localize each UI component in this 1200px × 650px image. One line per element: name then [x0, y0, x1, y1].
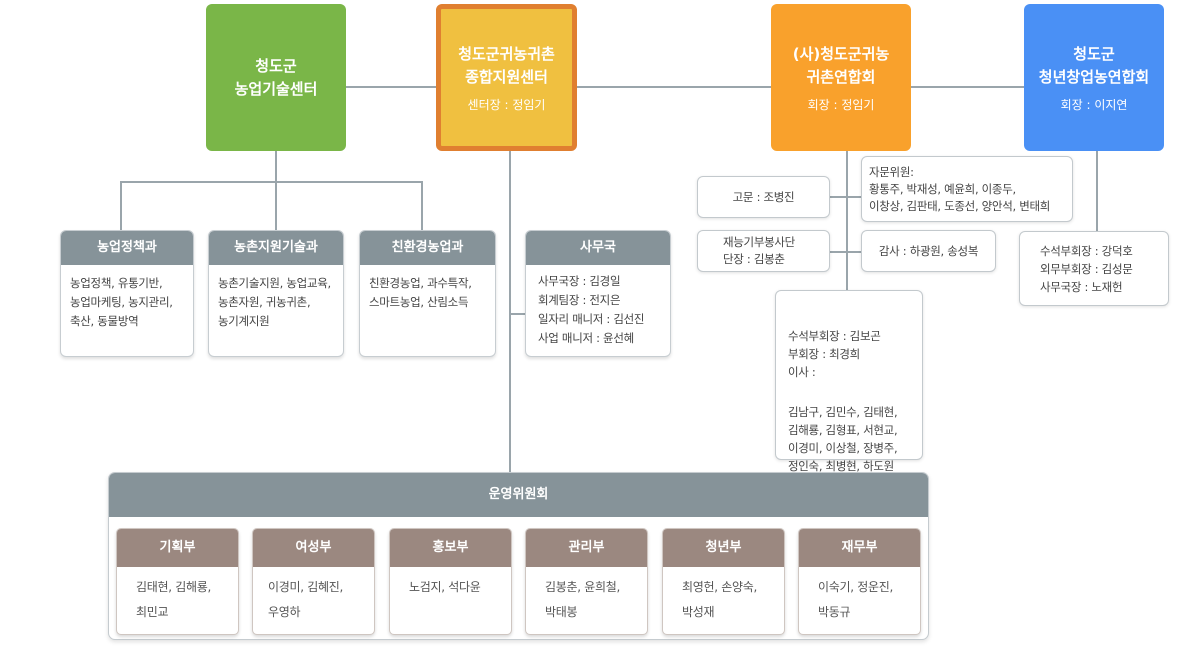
dept-women: 여성부 이경미, 김혜진, 우영하 [252, 528, 375, 635]
division-agri-policy: 농업정책과 농업정책, 유통기반, 농업마케팅, 농지관리, 축산, 동물방역 [60, 230, 194, 357]
dept-name: 청년부 [663, 529, 784, 567]
dept-members: 김태현, 김해룡, 최민교 [136, 580, 211, 619]
dept-youth: 청년부 최영헌, 손양숙, 박성재 [662, 528, 785, 635]
youth-association-head: 회장 : 이지연 [1060, 97, 1128, 112]
volunteer-box: 재능기부봉사단 단장 : 김봉춘 [697, 230, 830, 272]
association-box: (사)청도군귀농 귀촌연합회 회장 : 정임기 [771, 4, 911, 151]
advisor-box: 고문 : 조병진 [697, 176, 830, 218]
dept-members: 김봉춘, 윤희철, 박태봉 [545, 580, 620, 619]
advisor-text: 고문 : 조병진 [732, 189, 795, 204]
board-officers: 수석부회장 : 김보곤 부회장 : 최경희 이사 : [788, 329, 881, 379]
dept-finance: 재무부 이숙기, 정운진, 박동규 [798, 528, 921, 635]
dept-name: 홍보부 [390, 529, 511, 567]
office-name: 사무국 [526, 231, 670, 265]
support-center-box: 청도군귀농귀촌 종합지원센터 센터장 : 정임기 [436, 4, 577, 151]
dept-members: 노검지, 석다윤 [409, 580, 481, 594]
consultants-text: 자문위원: 황통주, 박재성, 예윤희, 이종두, 이창상, 김판태, 도종선,… [869, 164, 1051, 213]
dept-name: 재무부 [799, 529, 920, 567]
dept-members: 최영헌, 손양숙, 박성재 [682, 580, 757, 619]
division-rural-support: 농촌지원기술과 농촌기술지원, 농업교육, 농촌자원, 귀농귀촌, 농기계지원 [208, 230, 344, 357]
support-center-head: 센터장 : 정임기 [467, 97, 546, 112]
consultants-box: 자문위원: 황통주, 박재성, 예윤희, 이종두, 이창상, 김판태, 도종선,… [861, 156, 1073, 222]
association-board-box: 수석부회장 : 김보곤 부회장 : 최경희 이사 : 김남구, 김민수, 김태현… [775, 290, 923, 473]
tech-center-box: 청도군 농업기술센터 [206, 4, 346, 151]
division-eco-agri: 친환경농업과 친환경농업, 과수특작, 스마트농업, 산림소득 [359, 230, 496, 357]
auditor-box: 감사 : 하광원, 송성복 [861, 230, 996, 272]
dept-members: 이숙기, 정운진, 박동규 [818, 580, 893, 619]
support-center-title: 청도군귀농귀촌 종합지원센터 [458, 44, 555, 86]
division-desc: 농업정책, 유통기반, 농업마케팅, 농지관리, 축산, 동물방역 [70, 276, 173, 328]
dept-planning: 기획부 김태현, 김해룡, 최민교 [116, 528, 239, 635]
steering-committee: 운영위원회 기획부 김태현, 김해룡, 최민교 여성부 이경미, 김혜진, 우영… [108, 472, 929, 640]
tech-center-title: 청도군 농업기술센터 [234, 56, 318, 98]
office-desc: 사무국장 : 김경일 회계팀장 : 전지은 일자리 매니저 : 김선진 사업 매… [538, 274, 645, 345]
dept-name: 기획부 [117, 529, 238, 567]
dept-publicity: 홍보부 노검지, 석다윤 [389, 528, 512, 635]
division-name: 친환경농업과 [360, 231, 495, 265]
association-head: 회장 : 정임기 [807, 97, 875, 112]
office-card: 사무국 사무국장 : 김경일 회계팀장 : 전지은 일자리 매니저 : 김선진 … [525, 230, 671, 357]
dept-members: 이경미, 김혜진, 우영하 [268, 580, 343, 619]
committee-title: 운영위원회 [109, 473, 928, 517]
association-title: (사)청도군귀농 귀촌연합회 [792, 44, 890, 86]
volunteer-text: 재능기부봉사단 단장 : 김봉춘 [723, 235, 795, 266]
youth-officers-text: 수석부회장 : 강덕호 외무부회장 : 김성문 사무국장 : 노재헌 [1040, 243, 1133, 294]
auditor-text: 감사 : 하광원, 송성복 [878, 243, 979, 258]
division-name: 농촌지원기술과 [209, 231, 343, 265]
division-desc: 친환경농업, 과수특작, 스마트농업, 산림소득 [369, 276, 472, 309]
division-desc: 농촌기술지원, 농업교육, 농촌자원, 귀농귀촌, 농기계지원 [218, 276, 331, 328]
youth-association-title: 청도군 청년창업농연합회 [1038, 44, 1150, 86]
board-directors: 김남구, 김민수, 김태현, 김해룡, 김형표, 서현교, 이경미, 이상철, … [788, 405, 898, 473]
dept-name: 여성부 [253, 529, 374, 567]
youth-association-box: 청도군 청년창업농연합회 회장 : 이지연 [1024, 4, 1164, 151]
youth-officers-box: 수석부회장 : 강덕호 외무부회장 : 김성문 사무국장 : 노재헌 [1019, 231, 1169, 306]
dept-name: 관리부 [526, 529, 647, 567]
dept-management: 관리부 김봉춘, 윤희철, 박태봉 [525, 528, 648, 635]
division-name: 농업정책과 [61, 231, 193, 265]
